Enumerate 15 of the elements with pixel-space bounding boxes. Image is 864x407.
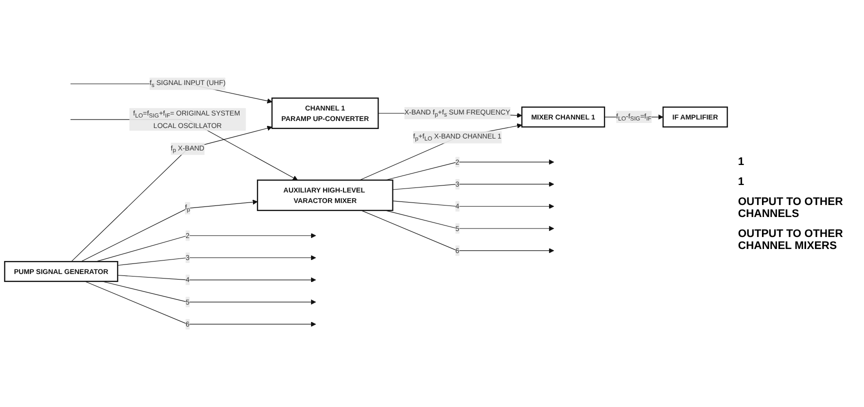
arrow [71,126,272,262]
arrow [361,210,554,254]
arrow [359,123,522,180]
note-label: OUTPUT TO OTHER CHANNEL MIXERS [738,228,844,252]
arrow [392,200,554,209]
arrow [96,233,316,262]
arrow [84,281,316,327]
arrow [392,182,554,190]
arrow [117,255,316,266]
note-label: 1 [738,176,746,188]
arrow [70,119,298,180]
note-label: OUTPUT TO OTHER CHANNELS [738,196,844,220]
note-label: 1 [738,156,746,168]
arrow [117,274,316,282]
arrow [80,200,258,262]
